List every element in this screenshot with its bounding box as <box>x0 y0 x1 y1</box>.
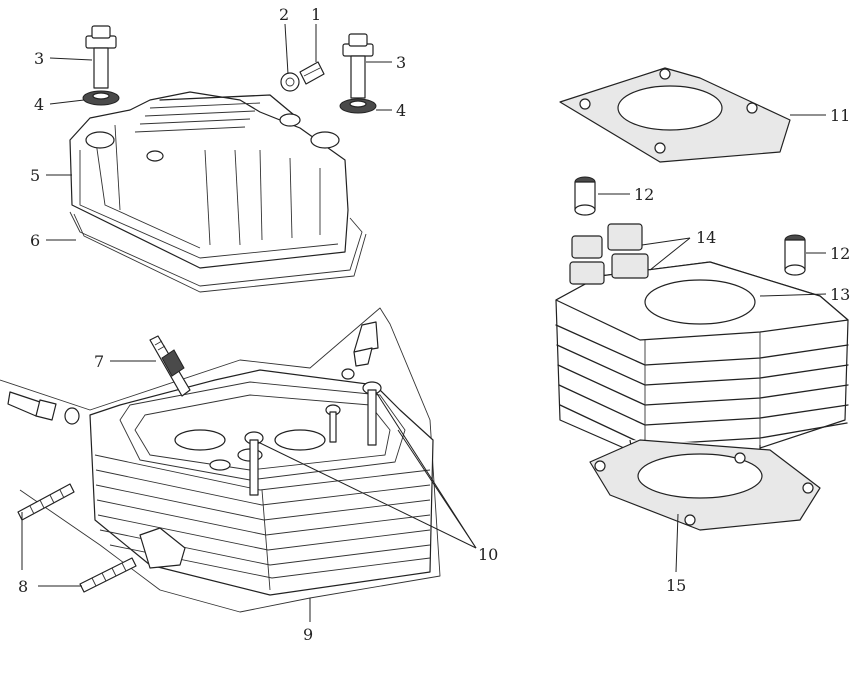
callout-3-left: 3 <box>34 49 44 68</box>
callout-12-right: 12 <box>830 244 850 263</box>
temperature-sensor <box>7 391 80 425</box>
callout-6: 6 <box>30 231 40 250</box>
head-stud-2 <box>362 381 382 446</box>
exhaust-stud-lower <box>79 557 137 593</box>
exhaust-stud-upper <box>17 483 75 521</box>
spark-plug <box>149 335 191 397</box>
cylinder-head <box>89 369 434 596</box>
small-washer <box>280 72 300 92</box>
callout-10: 10 <box>478 545 498 564</box>
callout-15: 15 <box>666 576 686 595</box>
head-stud-1 <box>244 431 264 496</box>
cylinder-head-gasket <box>559 67 791 163</box>
cylinder-head-cover <box>69 91 349 269</box>
head-assembly-frame <box>0 307 441 613</box>
cylinder-head-assembly <box>0 307 441 613</box>
callout-4-left: 4 <box>34 95 44 114</box>
head-stud-3 <box>325 404 341 443</box>
callout-14: 14 <box>696 228 716 247</box>
top-sensor <box>341 321 379 380</box>
callout-3-right: 3 <box>396 53 406 72</box>
callout-1: 1 <box>311 5 321 24</box>
leader-lines <box>21 23 827 622</box>
callout-labels: 1 2 3 3 4 4 5 6 7 8 9 10 11 12 12 13 14 … <box>18 5 850 644</box>
cover-bolt-left <box>85 25 117 89</box>
callout-13: 13 <box>830 285 850 304</box>
cylinder-base-gasket <box>589 439 821 531</box>
cylinder-head-cover-assembly <box>69 25 377 293</box>
callout-12-left: 12 <box>634 185 654 204</box>
dowel-pin-left <box>574 176 596 216</box>
callout-11: 11 <box>830 106 850 125</box>
callout-2: 2 <box>279 5 289 24</box>
cover-bolt-right <box>342 33 374 99</box>
callout-9: 9 <box>303 625 313 644</box>
dowel-pin-right <box>784 234 806 276</box>
callout-5: 5 <box>30 166 40 185</box>
small-bolt <box>299 61 325 85</box>
head-cover-gasket <box>69 211 363 287</box>
callout-4-right: 4 <box>396 101 406 120</box>
callout-7: 7 <box>94 352 104 371</box>
cylinder-assembly <box>555 67 849 531</box>
callout-8: 8 <box>18 577 28 596</box>
